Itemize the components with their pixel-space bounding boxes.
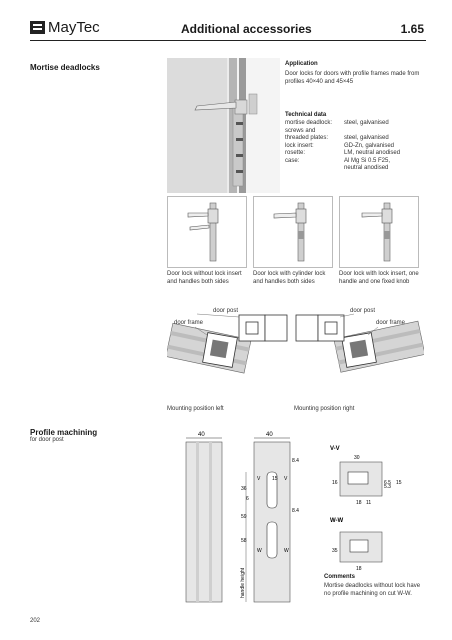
technical-row: rosette: LM, neutral anodised bbox=[285, 150, 400, 158]
mounting-left-diagram bbox=[165, 305, 289, 399]
technical-row: mortise deadlock: steel, galvanised bbox=[285, 120, 400, 128]
dim-18-b: 18 bbox=[356, 566, 362, 572]
technical-row: lock insert: GD-Zn, galvanised bbox=[285, 143, 400, 151]
page-code: 1.65 bbox=[400, 22, 424, 36]
section-title-machining: Profile machining bbox=[30, 428, 98, 437]
technical-value: GD-Zn, galvanised bbox=[344, 142, 395, 149]
dim-w-left: W bbox=[257, 548, 262, 554]
variant-image-2 bbox=[253, 196, 333, 268]
technical-label: threaded plates: bbox=[285, 135, 329, 141]
dim-v-right: V bbox=[284, 476, 288, 482]
dim-18: 18 bbox=[356, 500, 362, 506]
application-text: Door locks for doors with profile frames… bbox=[285, 71, 420, 85]
dim-16: 16 bbox=[332, 480, 338, 486]
technical-label bbox=[285, 165, 344, 173]
technical-label: case: bbox=[285, 157, 300, 164]
door-frame-label-left: door frame bbox=[174, 320, 204, 326]
variant-caption-2: Door lock with cylinder lock and handles… bbox=[253, 271, 326, 285]
door-post-label-right: door post bbox=[350, 308, 376, 314]
dim-35: 35 bbox=[332, 548, 338, 554]
header-rule bbox=[30, 40, 426, 41]
brand-logo: MayTec bbox=[30, 19, 100, 36]
comments-heading: Comments bbox=[324, 574, 356, 580]
variant-caption-3: Door lock with lock insert, one handle a… bbox=[339, 271, 419, 285]
machining-drawing: 40 40 8.4 8.4 V V 15 W W 36 59 58 6 hand… bbox=[160, 428, 428, 606]
variant-caption-1: Door lock without lock insert and handle… bbox=[167, 271, 242, 285]
application-heading: Application bbox=[285, 61, 318, 67]
dim-40-mid: 40 bbox=[266, 432, 273, 438]
technical-label: screws and bbox=[285, 127, 316, 134]
dim-15: 15 bbox=[272, 476, 278, 482]
technical-table: mortise deadlock: steel, galvanised screws… bbox=[285, 120, 400, 173]
technical-value: neutral anodised bbox=[344, 165, 389, 171]
section-subtitle-machining: for door post bbox=[30, 437, 64, 443]
technical-row: screws and bbox=[285, 128, 400, 136]
handle-height-label: handle height bbox=[240, 567, 246, 598]
technical-value: steel, galvanised bbox=[344, 120, 389, 126]
technical-label: lock insert: bbox=[285, 142, 314, 149]
technical-value: LM, neutral anodised bbox=[344, 150, 401, 156]
dim-59: 59 bbox=[241, 514, 247, 520]
mounting-right-diagram bbox=[294, 305, 426, 399]
section-title-mortise: Mortise deadlocks bbox=[30, 63, 100, 72]
technical-value: steel, galvanised bbox=[344, 135, 389, 141]
maytec-logo-icon bbox=[30, 21, 45, 34]
technical-row: threaded plates: steel, galvanised bbox=[285, 135, 400, 143]
technical-label: rosette: bbox=[285, 150, 306, 156]
page-title: Additional accessories bbox=[181, 22, 312, 36]
dim-15-b: 15 bbox=[396, 480, 402, 486]
comments-text: Mortise deadlocks without lock have no p… bbox=[324, 583, 421, 597]
dim-8-4-bottom: 8.4 bbox=[292, 508, 299, 514]
door-frame-label-right: door frame bbox=[376, 320, 406, 326]
technical-value: Al Mg Si 0.5 F25, bbox=[344, 157, 391, 164]
dim-w-right: W bbox=[284, 548, 289, 554]
section-v-v-label: V-V bbox=[330, 446, 340, 452]
dim-11: 11 bbox=[366, 500, 371, 506]
page-number: 202 bbox=[30, 618, 41, 624]
dim-5-3: 5.3 bbox=[384, 484, 391, 490]
variant-image-3 bbox=[339, 196, 419, 268]
dim-6: 6 bbox=[246, 496, 249, 502]
variant-image-1 bbox=[167, 196, 247, 268]
section-w-w-label: W-W bbox=[330, 518, 344, 524]
technical-heading: Technical data bbox=[285, 112, 327, 118]
mounting-left-caption: Mounting position left bbox=[167, 406, 224, 412]
technical-label: mortise deadlock: bbox=[285, 120, 333, 126]
technical-value bbox=[344, 128, 400, 136]
dim-40-left: 40 bbox=[198, 432, 205, 438]
technical-row: neutral anodised bbox=[285, 165, 400, 173]
door-post-label-left: door post bbox=[213, 308, 239, 314]
mounting-right-caption: Mounting position right bbox=[294, 406, 355, 412]
dim-36: 36 bbox=[241, 486, 247, 492]
technical-row: case: Al Mg Si 0.5 F25, bbox=[285, 158, 400, 166]
dim-6-5: 6.5 bbox=[384, 480, 391, 486]
dim-8-4-top: 8.4 bbox=[292, 458, 299, 464]
dim-v-left: V bbox=[257, 476, 261, 482]
brand-name: MayTec bbox=[48, 19, 100, 36]
dim-58: 58 bbox=[241, 538, 247, 544]
dim-30: 30 bbox=[354, 455, 360, 461]
deadlock-photo bbox=[167, 58, 280, 193]
